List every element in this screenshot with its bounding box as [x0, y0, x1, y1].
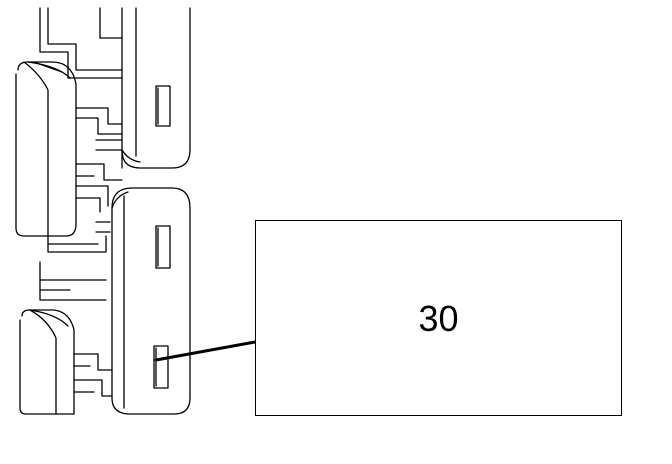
lower-terminal-slot	[153, 345, 169, 389]
callout-box: 30	[255, 220, 622, 416]
upper-latch-cover	[15, 61, 77, 237]
middle-terminal-slot	[155, 225, 171, 269]
interlock-tabs	[39, 107, 123, 301]
leader-line	[154, 340, 257, 362]
callout-label: 30	[418, 298, 459, 339]
upper-backing-frame	[39, 7, 123, 79]
lower-terminal-housing	[111, 187, 191, 415]
upper-terminal-slot	[155, 85, 171, 127]
upper-terminal-housing	[121, 7, 191, 169]
lower-latch-cover	[19, 309, 113, 415]
